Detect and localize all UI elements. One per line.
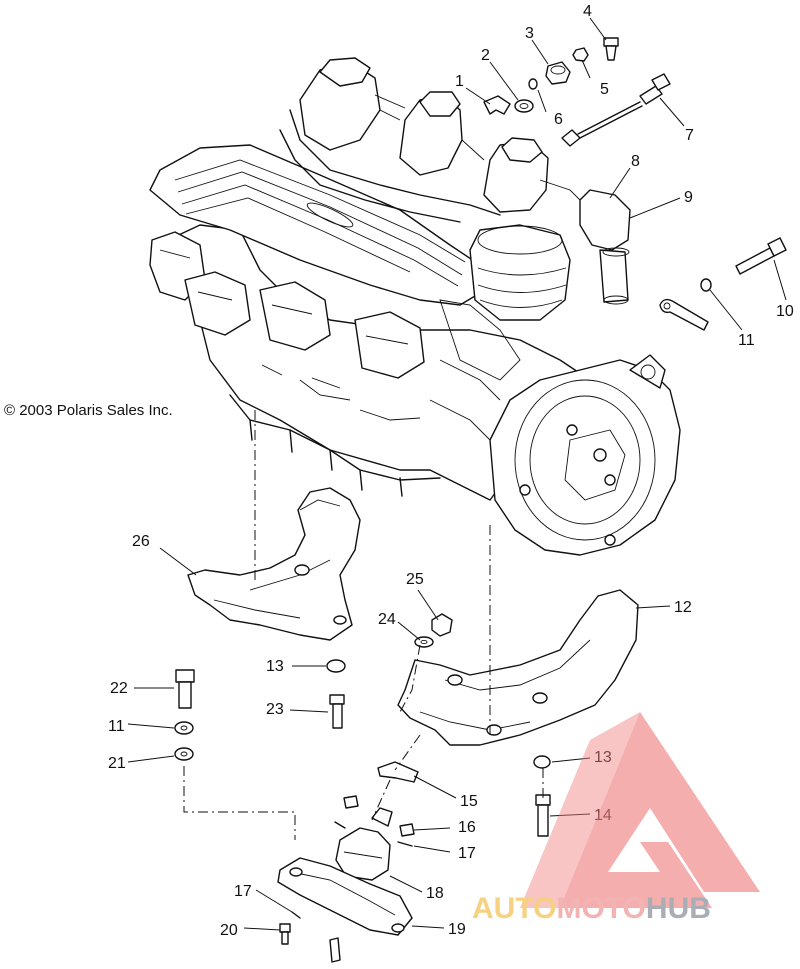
callout-23: 23 <box>266 701 284 718</box>
callout-25: 25 <box>406 571 424 588</box>
copyright-text: © 2003 Polaris Sales Inc. <box>4 402 173 419</box>
part-pin-17a <box>397 841 413 847</box>
watermark-logo-icon <box>560 712 760 908</box>
callout-6: 6 <box>554 111 563 128</box>
callout-10: 10 <box>776 303 794 320</box>
callout-7: 7 <box>685 127 694 144</box>
callout-12: 12 <box>674 599 692 616</box>
rubber-mount-18 <box>335 807 393 881</box>
callout-21: 21 <box>108 755 126 772</box>
callout-11b: 11 <box>108 718 125 735</box>
watermark-hub: HUB <box>646 892 711 925</box>
part-plate-15 <box>377 761 419 783</box>
part-nut-25 <box>431 613 453 637</box>
right-engine-mount-12 <box>397 589 639 746</box>
callout-3: 3 <box>525 25 534 42</box>
part-washer-11 <box>174 721 194 735</box>
top-hardware-parts <box>483 37 787 331</box>
part-bolt-14 <box>535 794 551 837</box>
lower-hardware <box>174 613 551 963</box>
part-bolt-23 <box>329 694 345 729</box>
callout-13b: 13 <box>594 749 612 766</box>
part-o-ring <box>514 99 534 113</box>
callout-26: 26 <box>132 533 150 550</box>
callout-13a: 13 <box>266 658 284 675</box>
callout-8: 8 <box>631 153 640 170</box>
part-washer-21 <box>174 747 194 761</box>
callout-5: 5 <box>600 81 609 98</box>
part-bolt-20 <box>279 923 291 945</box>
part-pin-17b <box>291 911 301 919</box>
part-clip <box>483 95 511 115</box>
callout-labels: 1 2 3 4 5 6 7 8 9 10 11 12 13 13 14 15 1… <box>108 3 794 939</box>
callout-22: 22 <box>110 680 128 697</box>
part-washer-terminal <box>700 278 712 292</box>
part-sensor <box>561 73 671 147</box>
leader-lines <box>127 17 787 931</box>
part-bolt-22 <box>175 669 195 709</box>
watermark-text: AUTOMOTOHUB <box>472 892 711 925</box>
assembly-centerlines <box>183 410 544 840</box>
callout-11a: 11 <box>738 332 755 349</box>
part-nut-13b <box>533 755 551 769</box>
part-spacer-16a <box>343 795 359 809</box>
callout-4: 4 <box>583 3 592 20</box>
watermark-auto: AUTO <box>472 892 556 925</box>
callout-2: 2 <box>481 47 490 64</box>
base-plate-19 <box>277 857 413 936</box>
callout-1: 1 <box>455 73 464 90</box>
part-nut-small <box>572 47 589 62</box>
callout-9: 9 <box>684 189 693 206</box>
callout-16: 16 <box>458 819 476 836</box>
part-nut-13a <box>326 659 346 673</box>
watermark-moto: MOTO <box>556 892 645 925</box>
callout-18: 18 <box>426 885 444 902</box>
part-washer-small <box>528 78 538 90</box>
part-ring-terminal <box>659 298 709 331</box>
part-bolt-small <box>603 37 619 61</box>
engine-assembly <box>149 57 681 556</box>
callout-20: 20 <box>220 922 238 939</box>
watermark: AUTOMOTOHUB <box>472 712 760 925</box>
callout-19: 19 <box>448 921 466 938</box>
left-engine-mount-26 <box>187 487 361 641</box>
part-grommet <box>545 61 571 85</box>
callout-17b: 17 <box>234 883 252 900</box>
part-long-bolt <box>735 237 787 275</box>
part-spacer-16b <box>399 823 415 837</box>
callout-17a: 17 <box>458 845 476 862</box>
callout-15: 15 <box>460 793 478 810</box>
callout-24: 24 <box>378 611 396 628</box>
